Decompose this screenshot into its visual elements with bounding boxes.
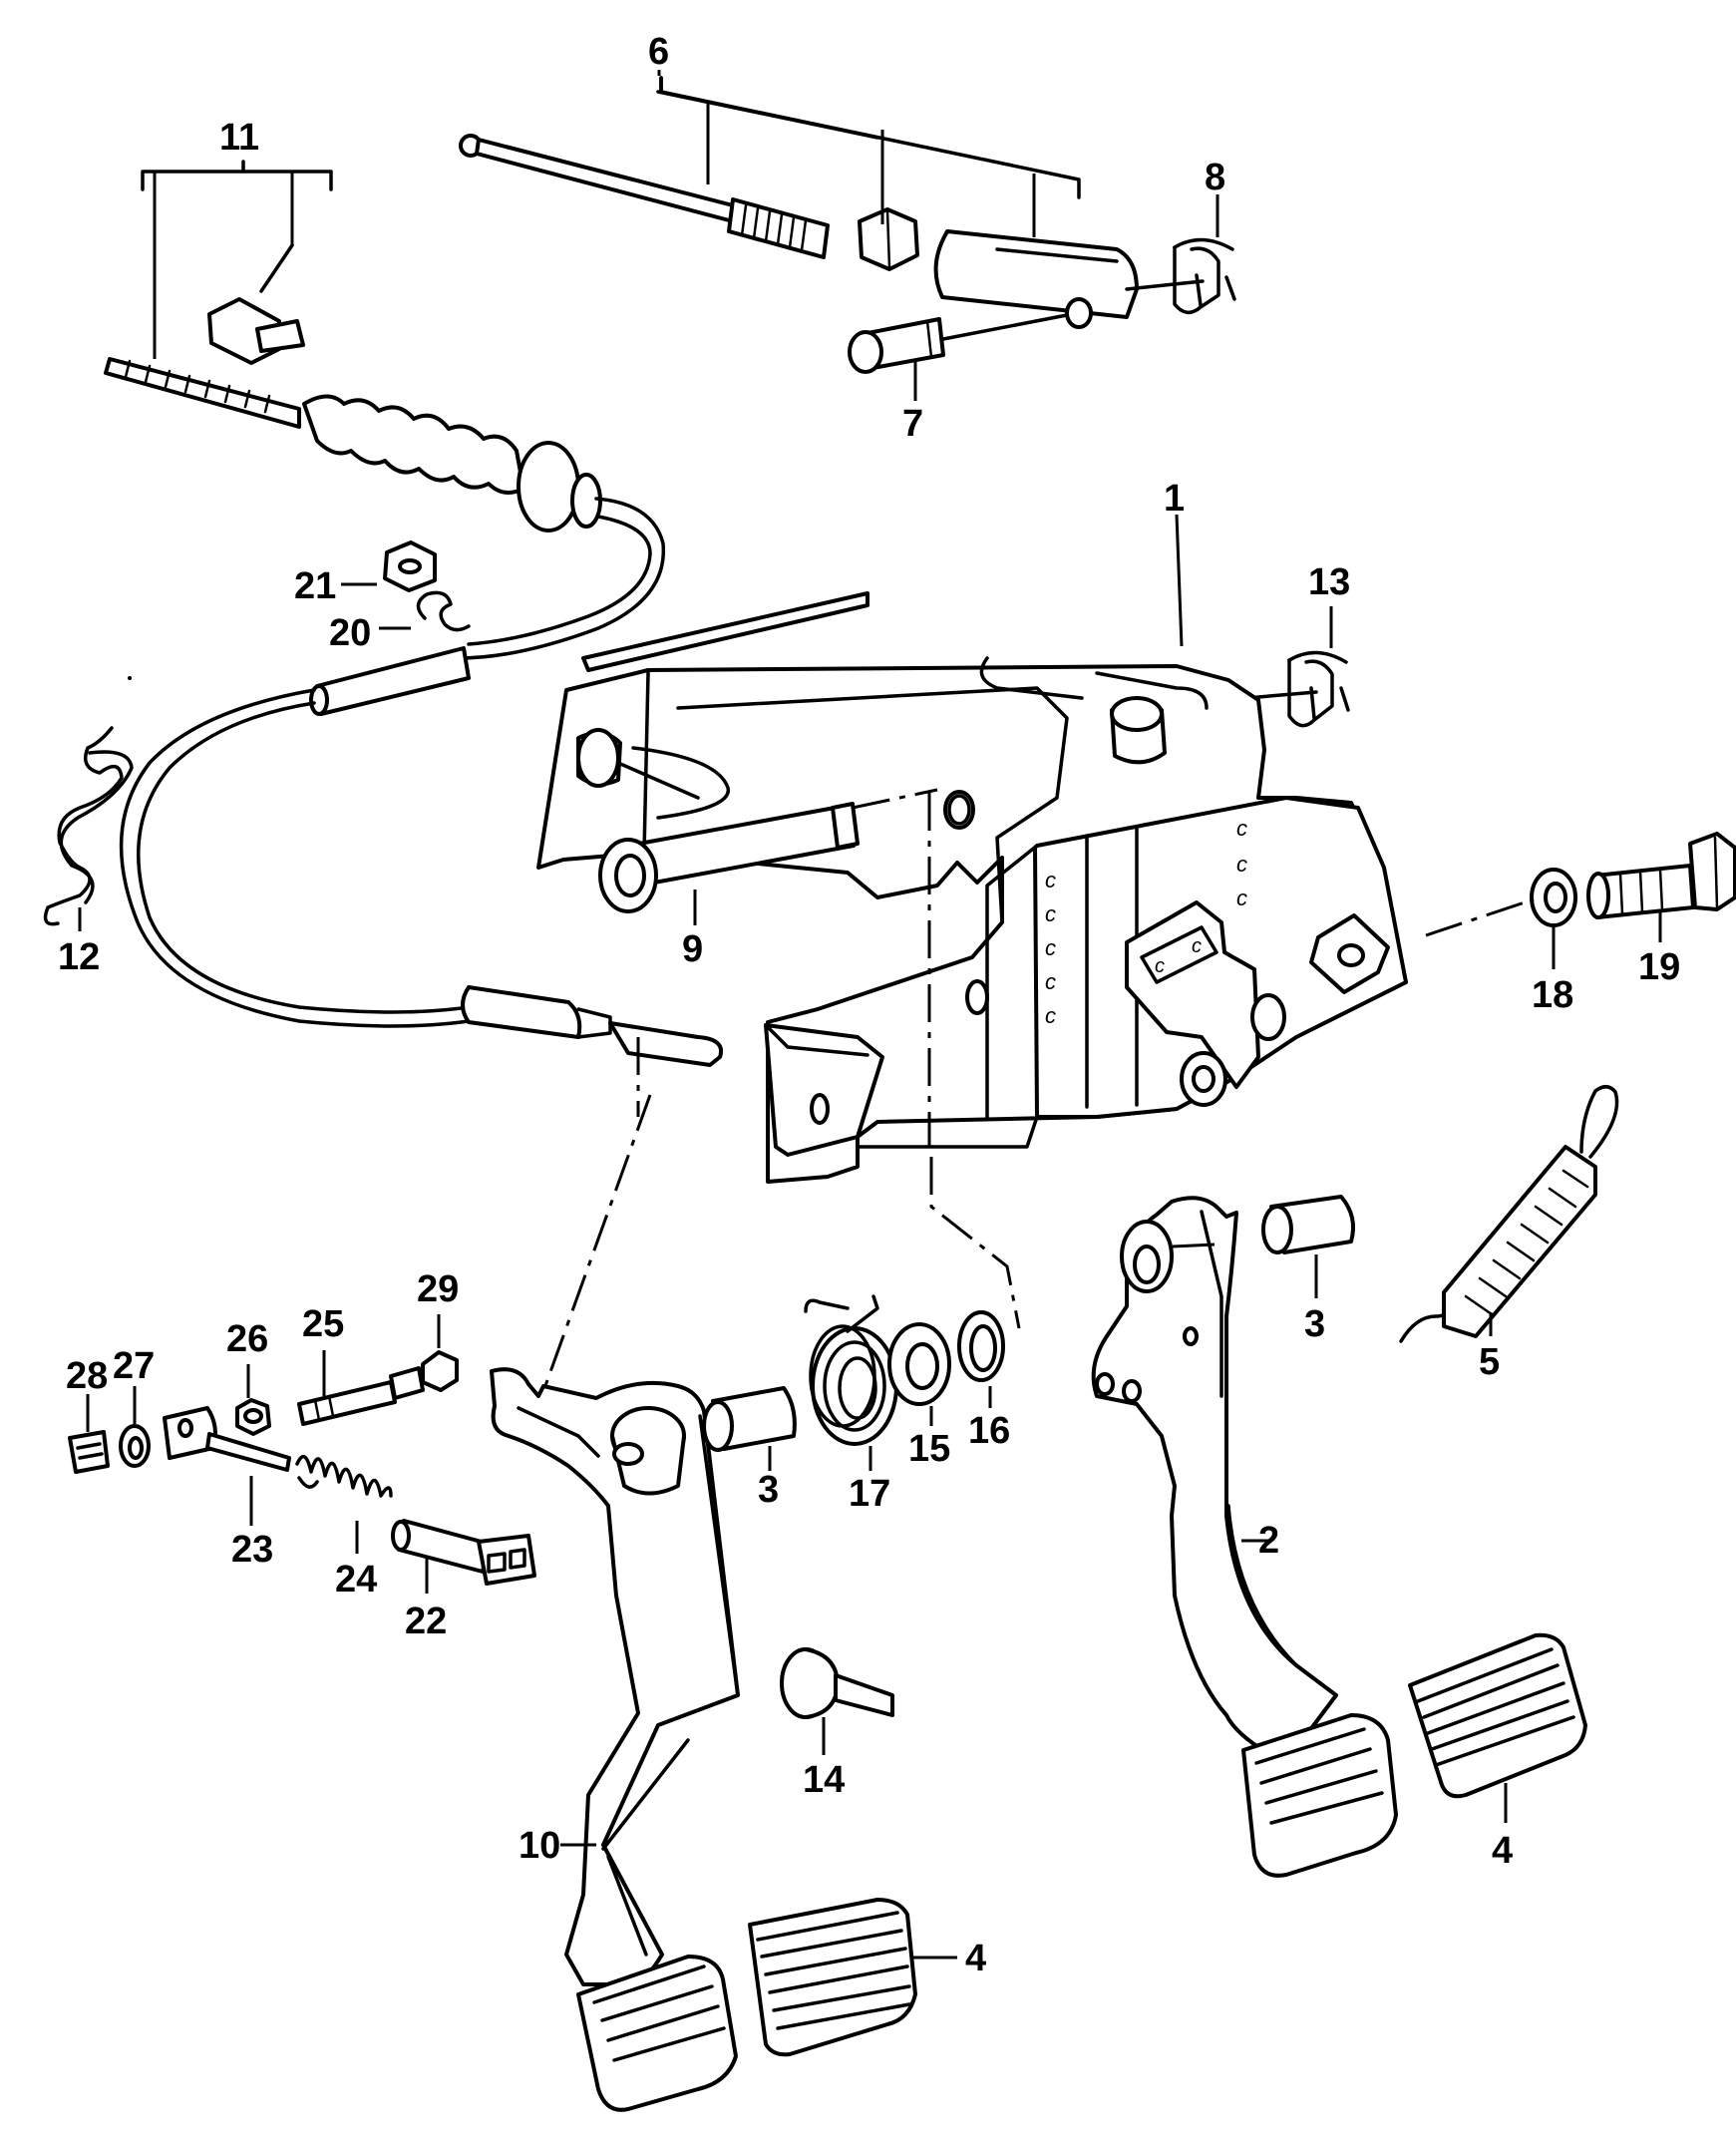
assembly-centerlines	[540, 788, 1535, 1395]
part-6-bracket	[656, 70, 1081, 237]
part-25-adjusting-screw	[297, 1350, 425, 1426]
part-4-pedal-pad-lower	[748, 1898, 957, 2057]
callout-24: 24	[335, 1559, 377, 1601]
callout-25: 25	[302, 1303, 344, 1345]
callout-10: 10	[519, 1825, 560, 1867]
callout-29: 29	[417, 1268, 459, 1310]
callout-18: 18	[1532, 974, 1573, 1016]
part-10-clutch-pedal	[490, 1367, 740, 2112]
part-13-spring-clip	[1244, 606, 1350, 728]
callout-22: 22	[405, 1601, 447, 1642]
part-5-tension-spring	[1399, 1085, 1619, 1343]
part-11-bracket	[141, 160, 333, 359]
part-22-switch	[391, 1519, 536, 1594]
part-27-washer	[119, 1386, 151, 1468]
callout-28: 28	[66, 1355, 108, 1397]
part-3-bushing-middle	[702, 1386, 797, 1471]
callout-15: 15	[908, 1428, 950, 1470]
part-26-locknut	[235, 1364, 271, 1436]
part-1-pedal-bracket: c c c c c c c c c c	[536, 514, 1408, 1184]
part-24-spring	[295, 1454, 393, 1554]
callout-12: 12	[58, 936, 100, 978]
callout-8: 8	[1205, 157, 1225, 198]
callout-2: 2	[1258, 1520, 1279, 1562]
svg-text:c: c	[1045, 1003, 1056, 1028]
part-2-brake-pedal	[1091, 1196, 1398, 1878]
svg-text:c: c	[1236, 816, 1247, 841]
part-21-nut	[383, 540, 437, 592]
svg-text:c: c	[1045, 935, 1056, 960]
bracket-holes: c c c c c c c c	[1045, 816, 1247, 1028]
callout-3-middle: 3	[758, 1469, 779, 1511]
svg-text:c: c	[1045, 969, 1056, 994]
svg-text:c: c	[1236, 852, 1247, 877]
svg-text:c: c	[1192, 935, 1202, 957]
callout-7: 7	[902, 403, 923, 445]
svg-text:c: c	[1236, 886, 1247, 910]
callout-13: 13	[1308, 561, 1350, 603]
callout-1: 1	[1164, 478, 1185, 520]
part-11-cable-stop	[207, 297, 305, 365]
callout-26: 26	[226, 1318, 268, 1360]
callout-4-lower-pad: 4	[965, 1938, 986, 1979]
part-9-pivot-pin	[598, 794, 971, 925]
leaders-20-21	[341, 582, 411, 630]
part-14-pedal-stop	[780, 1647, 894, 1755]
callout-4-right-pad: 4	[1492, 1830, 1513, 1872]
part-6-pushrod-clevis	[459, 134, 1139, 329]
part-4-pedal-pad-right	[1408, 1632, 1587, 1823]
callout-19: 19	[1638, 946, 1680, 988]
part-29-nut	[421, 1314, 459, 1392]
part-17-torsion-spring	[804, 1294, 898, 1471]
part-11-clutch-cable	[104, 357, 723, 1067]
part-3-bushing-right	[1261, 1195, 1355, 1298]
svg-text:c: c	[1155, 955, 1165, 977]
callout-5: 5	[1479, 1341, 1500, 1383]
callout-11: 11	[219, 117, 259, 159]
part-19-bolt	[1586, 832, 1736, 942]
callout-3-right: 3	[1304, 1303, 1325, 1345]
callout-16: 16	[968, 1410, 1010, 1452]
callout-labels: 1 2 3 3 4 4 5 6 7 8 9 10 11 12 13 14 15 …	[58, 31, 1680, 1979]
callout-27: 27	[113, 1345, 155, 1387]
part-16-washer	[957, 1310, 1005, 1408]
callout-23: 23	[231, 1529, 273, 1571]
svg-text:c: c	[1045, 901, 1056, 926]
callout-21: 21	[294, 565, 336, 607]
callout-6: 6	[648, 31, 669, 73]
part-8-spring-clip	[1125, 194, 1236, 314]
part-20-clip	[416, 590, 471, 632]
part-15-bearing	[887, 1322, 951, 1426]
part-7-clevis-pin	[848, 313, 1069, 401]
svg-text:c: c	[1045, 868, 1056, 892]
callout-9: 9	[682, 928, 703, 970]
part-28-retainer	[68, 1394, 110, 1474]
part-23-rod	[163, 1406, 291, 1526]
callout-20: 20	[329, 612, 371, 654]
part-12-return-spring	[43, 726, 134, 931]
callout-17: 17	[849, 1473, 890, 1515]
callout-14: 14	[803, 1759, 845, 1801]
part-18-washer	[1530, 868, 1577, 969]
